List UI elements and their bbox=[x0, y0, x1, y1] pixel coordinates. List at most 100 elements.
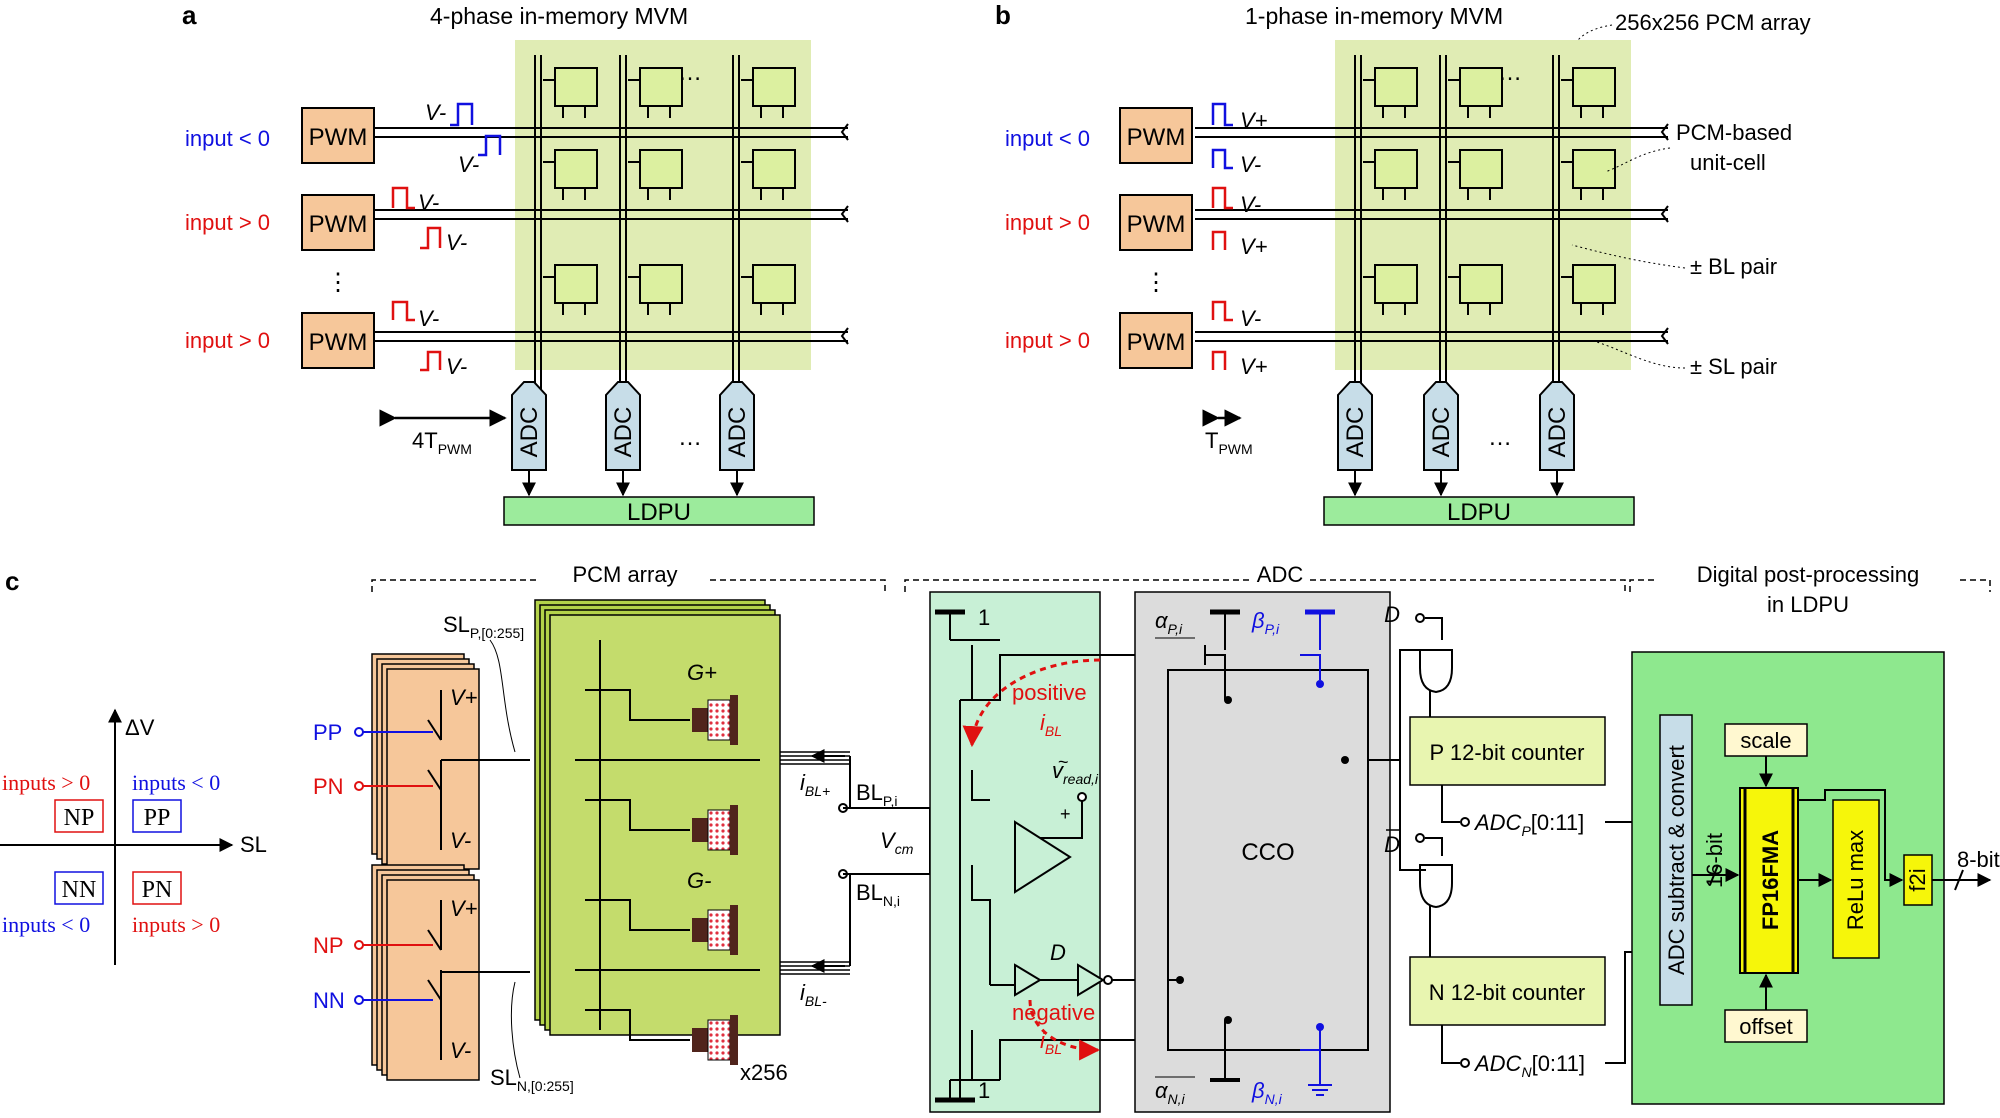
positive-label: positive bbox=[1012, 680, 1087, 705]
unit-cell bbox=[752, 264, 796, 304]
op-amp bbox=[1014, 820, 1072, 894]
unit-cell-wire bbox=[1448, 79, 1491, 118]
pwm-label: PWM bbox=[309, 124, 368, 151]
unit-cell-wire bbox=[1363, 276, 1406, 315]
alpha-n-label: αN,i bbox=[1155, 1078, 1186, 1107]
ldpu-block-a bbox=[503, 496, 815, 526]
tilde: ~ bbox=[1058, 752, 1069, 772]
switch-stacks: PP PN NP NN V+ V- V+ V- bbox=[313, 653, 530, 1081]
d-label: D bbox=[1050, 940, 1066, 965]
panel-b: b 1-phase in-memory MVM 256x256 PCM arra… bbox=[995, 0, 1811, 526]
nn-input: NN bbox=[313, 988, 345, 1013]
v-minus-label: V- bbox=[1240, 306, 1261, 331]
one-label: 1 bbox=[978, 1078, 990, 1103]
ellipsis: … bbox=[1488, 424, 1512, 451]
unit-cell bbox=[1459, 67, 1503, 107]
unit-cell bbox=[1459, 264, 1503, 304]
ellipsis: … bbox=[1498, 59, 1522, 86]
panel-a-title: 4-phase in-memory MVM bbox=[430, 3, 688, 29]
ldpu-block-b bbox=[1323, 496, 1635, 526]
g-plus-label: G+ bbox=[687, 660, 717, 685]
negative-label: negative bbox=[1012, 1000, 1095, 1025]
panel-b-title: 1-phase in-memory MVM bbox=[1245, 3, 1503, 29]
panel-b-letter: b bbox=[995, 0, 1011, 30]
v-minus-label: V- bbox=[458, 152, 479, 177]
input-label-b2: input > 0 bbox=[1005, 210, 1090, 235]
unit-cell-wire bbox=[741, 79, 784, 118]
i-bl-minus-label: iBL- bbox=[800, 980, 827, 1009]
pwm-blocks-a: PWM PWM PWM ⋮ bbox=[301, 107, 375, 369]
sl-n-label: SLN,[0:255] bbox=[490, 1065, 574, 1094]
panel-c: c PCM array ADC Digital post-processing … bbox=[0, 562, 2000, 1113]
pwm-label: PWM bbox=[309, 329, 368, 356]
adc-label: ADC bbox=[1342, 407, 1369, 458]
nn-box: NN bbox=[62, 877, 97, 903]
relu-label: ReLu max bbox=[1843, 830, 1868, 930]
v-plus-label: V+ bbox=[1240, 354, 1268, 379]
panel-c-letter: c bbox=[5, 566, 19, 596]
adc-blocks-a: ADC ADC ADC bbox=[511, 381, 755, 497]
unit-cell bbox=[1572, 149, 1616, 189]
unit-cell-wire bbox=[1561, 161, 1604, 200]
unit-cell-wire bbox=[741, 161, 784, 200]
bit-lines-a bbox=[534, 55, 740, 395]
timing-label-b: TPWM bbox=[1205, 428, 1253, 457]
p-counter-label: P 12-bit counter bbox=[1430, 740, 1585, 765]
positive-i-label: iBL bbox=[1040, 710, 1062, 739]
unit-cell bbox=[1374, 264, 1418, 304]
and-gate-p bbox=[1419, 649, 1453, 694]
v-plus-label: V+ bbox=[450, 685, 478, 710]
input-label-b1: input < 0 bbox=[1005, 126, 1090, 151]
g-minus-label: G- bbox=[687, 868, 711, 893]
unit-cell-wire bbox=[628, 276, 671, 315]
section-digital: Digital post-processing bbox=[1697, 562, 1920, 587]
pp-box: PP bbox=[144, 805, 171, 831]
v-minus-label: V- bbox=[1240, 192, 1261, 217]
sl-p-label: SLP,[0:255] bbox=[443, 612, 524, 641]
offset-label: offset bbox=[1739, 1014, 1792, 1039]
x256-label: x256 bbox=[740, 1060, 788, 1085]
pwm-label: PWM bbox=[1127, 124, 1186, 151]
adc-label: ADC bbox=[1544, 407, 1571, 458]
v-minus-label: V- bbox=[450, 828, 471, 853]
unit-cell-wire bbox=[543, 79, 586, 118]
adc-label: ADC bbox=[724, 407, 751, 458]
ldpu-label: LDPU bbox=[1447, 499, 1511, 526]
unit-cell-wire bbox=[628, 79, 671, 118]
adc-label: ADC bbox=[1428, 407, 1455, 458]
schmitt-buffer bbox=[1014, 963, 1042, 997]
bits16-label: 16-bit bbox=[1702, 833, 1727, 888]
unit-cell bbox=[1374, 149, 1418, 189]
unit-cell-wire bbox=[1448, 276, 1491, 315]
unit-cell bbox=[1459, 149, 1503, 189]
input-label-b3: input > 0 bbox=[1005, 328, 1090, 353]
pp-inputs: inputs < 0 bbox=[132, 770, 220, 795]
v-plus-label: V+ bbox=[1240, 234, 1268, 259]
callout-bl: ± BL pair bbox=[1690, 254, 1777, 279]
callout-cell: unit-cell bbox=[1690, 150, 1766, 175]
unit-cell bbox=[1572, 264, 1616, 304]
adc-p-label: ADCP[0:11] bbox=[1473, 810, 1584, 839]
bit-lines-b bbox=[1354, 55, 1560, 395]
ldpu-digital: ADC subtract & convert 16-bit FP16FMA sc… bbox=[1631, 651, 2000, 1105]
scale-label: scale bbox=[1740, 728, 1791, 753]
input-label-a2: input > 0 bbox=[185, 210, 270, 235]
np-box: NP bbox=[64, 805, 95, 831]
pcm-array-stack bbox=[534, 599, 781, 1065]
n-counter-label: N 12-bit counter bbox=[1429, 980, 1586, 1005]
unit-cell-wire bbox=[543, 276, 586, 315]
input-label-a3: input > 0 bbox=[185, 328, 270, 353]
adc-label: ADC bbox=[610, 407, 637, 458]
pp-input: PP bbox=[313, 720, 342, 745]
np-inputs: inputs > 0 bbox=[2, 770, 90, 795]
callout-lines bbox=[1571, 147, 1686, 369]
vdots: ⋮ bbox=[326, 269, 350, 296]
unit-cell-wire bbox=[1561, 79, 1604, 118]
vdots: ⋮ bbox=[1144, 269, 1168, 296]
d-input-label: D bbox=[1384, 602, 1400, 627]
bl-p-label: BLP,i bbox=[856, 780, 897, 809]
unit-cell bbox=[639, 67, 683, 107]
one-label: 1 bbox=[978, 605, 990, 630]
unit-cell bbox=[554, 67, 598, 107]
